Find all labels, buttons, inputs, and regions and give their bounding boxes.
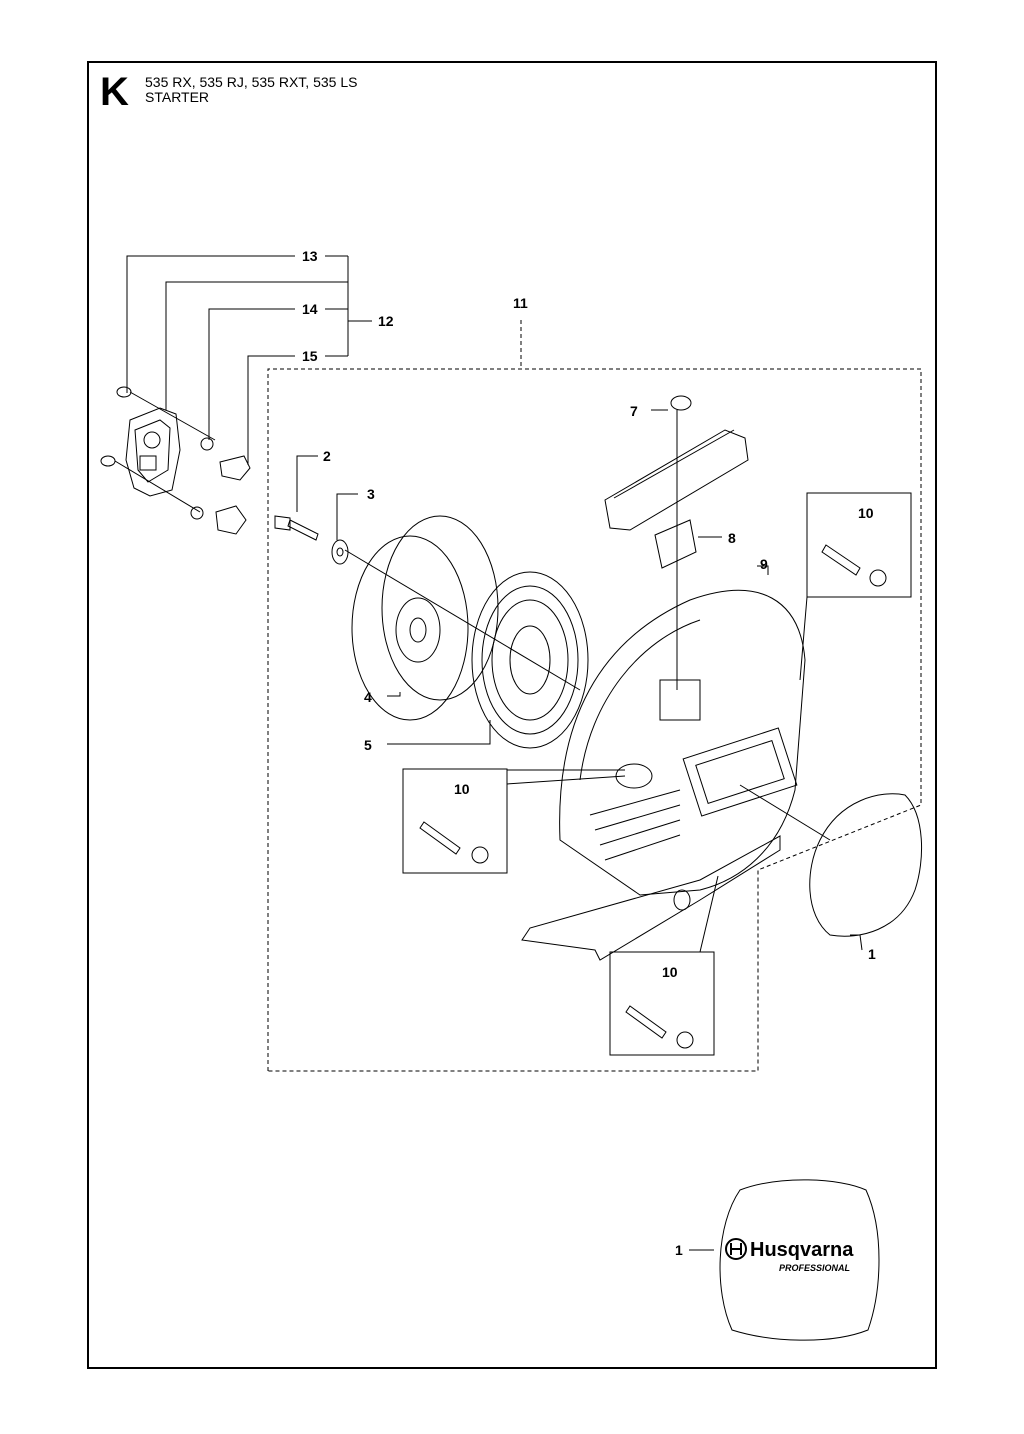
leader-group-12	[126, 255, 372, 465]
callout-7: 7	[630, 403, 638, 419]
part-2-screw	[274, 455, 319, 541]
callout-10-bottom: 10	[662, 964, 678, 980]
callout-8: 8	[728, 530, 736, 546]
pawl-assembly	[100, 386, 251, 535]
section-letter: K	[100, 70, 129, 114]
callout-15: 15	[302, 348, 318, 364]
part-10-screw-box-left	[402, 768, 626, 874]
decal-brand: Husqvarna	[750, 1239, 854, 1261]
callout-2: 2	[323, 448, 331, 464]
assembly-name: STARTER	[145, 89, 210, 105]
page-frame	[87, 61, 937, 1369]
decal-subtitle: PROFESSIONAL	[779, 1263, 850, 1273]
callout-1-decal: 1	[868, 946, 876, 962]
part-1-decal-logo	[689, 1179, 880, 1341]
part-10-screw-box-top	[799, 492, 912, 681]
callout-5: 5	[364, 737, 372, 753]
part-7-rope	[651, 395, 692, 690]
callout-9: 9	[760, 556, 768, 572]
part-5-spring	[387, 571, 589, 749]
part-9-starter-housing	[521, 565, 806, 961]
section-title: 535 RX, 535 RJ, 535 RXT, 535 LS STARTER	[145, 75, 357, 105]
part-10-screw-box-bottom	[609, 875, 719, 1056]
callout-10-left: 10	[454, 781, 470, 797]
callout-3: 3	[367, 486, 375, 502]
callout-4: 4	[364, 689, 372, 705]
assembly-boundary-11	[267, 320, 922, 1072]
callout-13: 13	[302, 248, 318, 264]
callout-14: 14	[302, 301, 318, 317]
husqvarna-crown-icon	[725, 1238, 747, 1260]
part-3-washer	[331, 493, 358, 565]
callout-1-logo: 1	[675, 1242, 683, 1258]
callout-12: 12	[378, 313, 394, 329]
part-1-decal-plain	[739, 784, 922, 951]
part-8-handle	[604, 429, 749, 569]
model-list: 535 RX, 535 RJ, 535 RXT, 535 LS	[145, 74, 358, 90]
part-4-pulley	[344, 515, 581, 721]
callout-10-top: 10	[858, 505, 874, 521]
callout-11: 11	[513, 295, 528, 311]
